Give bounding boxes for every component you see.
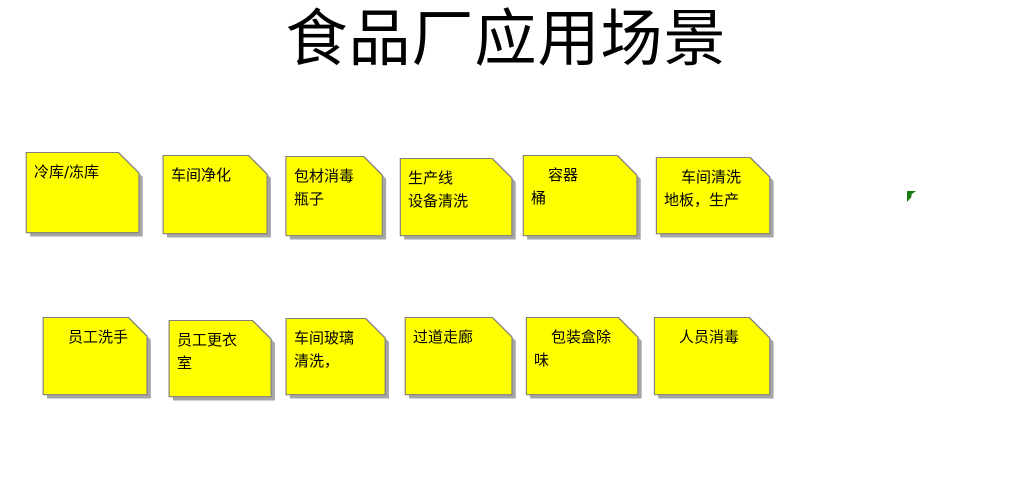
node-label-line: 设备清洗 bbox=[408, 192, 469, 210]
node-label-line: 员工洗手 bbox=[68, 328, 129, 346]
node-corner-fold bbox=[748, 317, 771, 339]
green-corner-mark bbox=[907, 191, 916, 202]
node-workshop-wash[interactable]: 车间清洗地板，生产 bbox=[655, 157, 775, 238]
node-body bbox=[162, 155, 268, 235]
node-body bbox=[168, 320, 272, 398]
node-body bbox=[404, 317, 513, 396]
node-shape bbox=[285, 156, 387, 240]
node-label-line: 人员消毒 bbox=[679, 328, 740, 346]
node-staff-handwash[interactable]: 员工洗手 bbox=[42, 317, 152, 399]
node-corner-fold bbox=[749, 157, 771, 178]
node-shape bbox=[42, 317, 151, 399]
node-production-line[interactable]: 生产线设备清洗 bbox=[399, 158, 517, 240]
node-label: 过道走廊 bbox=[404, 317, 517, 399]
node-shape bbox=[162, 155, 271, 238]
node-body bbox=[653, 317, 771, 396]
node-corner-fold bbox=[252, 320, 272, 340]
node-label: 员工更衣室 bbox=[168, 320, 276, 401]
node-body bbox=[655, 157, 771, 235]
node-box-deodorize[interactable]: 包装盒除味 bbox=[525, 317, 643, 399]
node-body bbox=[399, 158, 513, 237]
node-label: 冷库/冻库 bbox=[25, 152, 144, 237]
node-label-line: 地板，生产 bbox=[664, 191, 740, 209]
node-container[interactable]: 容器桶 bbox=[522, 155, 642, 240]
node-label: 车间清洗地板，生产 bbox=[655, 157, 775, 238]
node-label-line: 生产线 bbox=[408, 169, 454, 187]
node-corner-fold bbox=[617, 317, 639, 338]
node-body bbox=[25, 152, 140, 234]
node-shape bbox=[655, 157, 774, 238]
node-corner-fold bbox=[128, 317, 148, 337]
node-shape bbox=[404, 317, 516, 399]
node-label: 车间玻璃清洗， bbox=[285, 318, 390, 399]
node-body bbox=[525, 317, 639, 396]
node-label-line: 清洗， bbox=[294, 352, 340, 370]
node-label: 容器桶 bbox=[522, 155, 642, 240]
node-body bbox=[285, 318, 386, 396]
node-aisle-corridor[interactable]: 过道走廊 bbox=[404, 317, 517, 399]
node-corner-fold bbox=[117, 152, 140, 174]
node-label-line: 容器 bbox=[548, 166, 579, 184]
node-shape bbox=[522, 155, 641, 240]
node-corner-fold bbox=[616, 155, 638, 176]
node-label-line: 车间清洗 bbox=[681, 168, 742, 186]
node-label-line: 室 bbox=[177, 354, 193, 372]
node-label-line: 瓶子 bbox=[294, 190, 325, 208]
node-shape bbox=[399, 158, 516, 240]
node-label: 包装盒除味 bbox=[525, 317, 643, 399]
node-workshop-glass[interactable]: 车间玻璃清洗， bbox=[285, 318, 390, 399]
node-label-line: 桶 bbox=[531, 189, 547, 207]
node-corner-fold bbox=[365, 318, 386, 339]
node-label-line: 包材消毒 bbox=[294, 167, 355, 185]
node-label: 生产线设备清洗 bbox=[399, 158, 517, 240]
node-shape bbox=[285, 318, 389, 399]
node-corner-fold bbox=[491, 158, 513, 179]
node-body bbox=[522, 155, 638, 237]
node-label-line: 味 bbox=[534, 351, 550, 369]
node-label: 车间净化 bbox=[162, 155, 272, 238]
node-label-line: 车间净化 bbox=[171, 166, 232, 184]
node-corner-fold bbox=[248, 155, 268, 175]
node-label-line: 车间玻璃 bbox=[294, 329, 355, 347]
node-label-line: 员工更衣 bbox=[177, 331, 238, 349]
node-cold-storage[interactable]: 冷库/冻库 bbox=[25, 152, 144, 237]
node-label: 人员消毒 bbox=[653, 317, 775, 399]
node-body bbox=[285, 156, 383, 237]
node-staff-changing[interactable]: 员工更衣室 bbox=[168, 320, 276, 401]
page-title: 食品厂应用场景 bbox=[285, 6, 727, 74]
node-package-sterile[interactable]: 包材消毒瓶子 bbox=[285, 156, 387, 240]
node-shape bbox=[653, 317, 774, 399]
node-shape bbox=[25, 152, 143, 237]
node-corner-fold bbox=[363, 156, 383, 176]
node-workshop-purify[interactable]: 车间净化 bbox=[162, 155, 272, 238]
node-corner-fold bbox=[492, 317, 513, 338]
node-label-line: 过道走廊 bbox=[413, 328, 474, 346]
node-shape bbox=[168, 320, 275, 401]
node-label: 员工洗手 bbox=[42, 317, 152, 399]
node-shape bbox=[525, 317, 642, 399]
node-personnel-disinfect[interactable]: 人员消毒 bbox=[653, 317, 775, 399]
node-label-line: 包装盒除 bbox=[551, 328, 612, 346]
node-label: 包材消毒瓶子 bbox=[285, 156, 387, 240]
node-body bbox=[42, 317, 148, 396]
node-label-line: 冷库/冻库 bbox=[34, 163, 100, 181]
